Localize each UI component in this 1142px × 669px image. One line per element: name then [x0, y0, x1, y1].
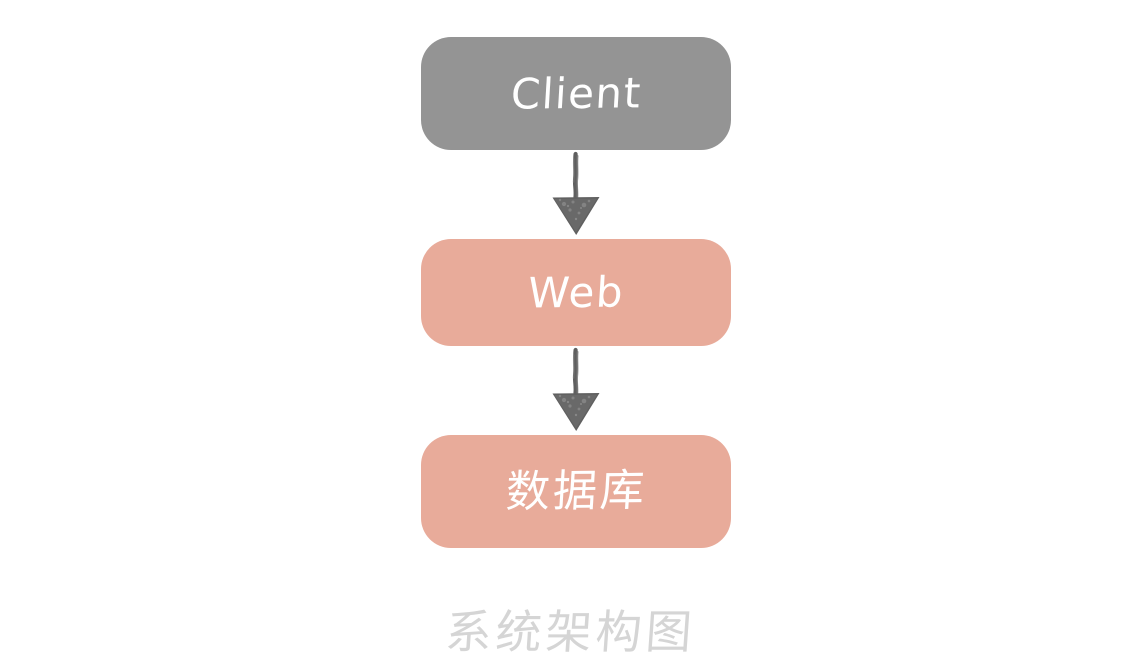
arrow-down-icon — [540, 150, 612, 238]
node-web-label: Web — [526, 266, 626, 318]
arrow-down-icon — [540, 346, 612, 434]
node-database[interactable]: 数据库 — [421, 435, 731, 548]
node-database-label: 数据库 — [503, 464, 649, 518]
edge-web-to-database — [540, 346, 612, 434]
node-client[interactable]: Client — [421, 37, 731, 150]
node-web[interactable]: Web — [421, 239, 731, 346]
diagram-title: 系统架构图 — [443, 605, 698, 659]
edge-client-to-web — [540, 150, 612, 238]
node-client-label: Client — [509, 67, 643, 119]
